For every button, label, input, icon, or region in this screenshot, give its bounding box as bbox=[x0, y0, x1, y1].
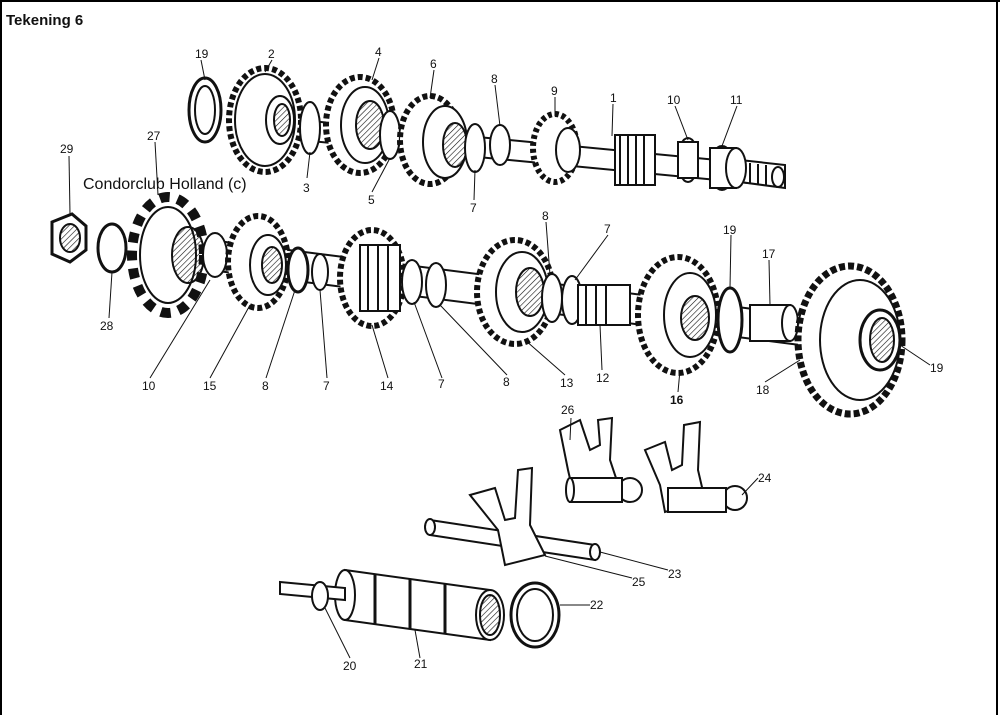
part-labels: 19 2 4 6 8 9 1 10 11 3 5 7 29 27 28 10 1… bbox=[60, 45, 944, 673]
label-20: 20 bbox=[343, 659, 357, 673]
label-18: 18 bbox=[756, 383, 770, 397]
part-22-ring bbox=[509, 581, 561, 649]
label-19-right: 19 bbox=[930, 361, 944, 375]
label-23: 23 bbox=[668, 567, 682, 581]
shift-parts bbox=[279, 416, 748, 649]
part-5-ring bbox=[379, 110, 401, 160]
part-29-nut bbox=[50, 212, 88, 264]
part-27-sprocket bbox=[127, 192, 209, 318]
label-17: 17 bbox=[762, 247, 776, 261]
part-18-gear bbox=[794, 262, 906, 418]
part-8-ring-top bbox=[489, 124, 511, 166]
part-8-clip-lower bbox=[286, 246, 310, 294]
part-16-gear bbox=[635, 254, 721, 376]
part-21-selector-drum bbox=[279, 568, 505, 642]
part-10-bearing-top bbox=[677, 137, 699, 183]
part-13-gear bbox=[474, 237, 556, 347]
lower-shaft-assembly bbox=[202, 213, 906, 418]
part-7-ring-lower bbox=[311, 253, 329, 291]
part-3-ring bbox=[299, 101, 321, 155]
label-11: 11 bbox=[730, 93, 743, 107]
label-6: 6 bbox=[430, 57, 437, 71]
label-9: 9 bbox=[551, 84, 558, 98]
top-border bbox=[0, 0, 1000, 2]
part-1-shaft-splines bbox=[614, 134, 656, 186]
label-16: 16 bbox=[670, 393, 684, 407]
leader-lines bbox=[68, 57, 931, 659]
label-8-top: 8 bbox=[491, 72, 498, 86]
label-10-lower: 10 bbox=[142, 379, 156, 393]
label-7-lower-3: 7 bbox=[604, 222, 611, 236]
label-21: 21 bbox=[414, 657, 428, 671]
label-2: 2 bbox=[268, 47, 275, 61]
label-19-top: 19 bbox=[195, 47, 209, 61]
label-7-lower-2: 7 bbox=[438, 377, 445, 391]
label-8-lower: 8 bbox=[262, 379, 269, 393]
label-1: 1 bbox=[610, 91, 617, 105]
label-5: 5 bbox=[368, 193, 375, 207]
watermark-text: Condorclub Holland (c) bbox=[83, 176, 247, 193]
label-24: 24 bbox=[758, 471, 772, 485]
right-border bbox=[996, 0, 998, 715]
part-26-fork bbox=[558, 416, 643, 503]
label-25: 25 bbox=[632, 575, 646, 589]
part-12-sleeve bbox=[577, 284, 631, 326]
part-19-washer-top bbox=[187, 76, 223, 144]
label-13: 13 bbox=[560, 376, 574, 390]
label-27: 27 bbox=[147, 129, 161, 143]
part-24-fork bbox=[643, 420, 748, 514]
label-7-lower: 7 bbox=[323, 379, 330, 393]
label-15: 15 bbox=[203, 379, 217, 393]
part-17-bush bbox=[749, 304, 799, 342]
drawing-title: Tekening 6 bbox=[6, 12, 84, 29]
part-11-bush bbox=[709, 145, 747, 191]
part-19-washer-lower bbox=[716, 286, 744, 354]
part-2-gear bbox=[226, 65, 304, 175]
label-19-mid: 19 bbox=[723, 223, 737, 237]
part-10-bearing-lower bbox=[202, 232, 228, 278]
part-15-gear bbox=[225, 213, 291, 311]
label-7-top: 7 bbox=[470, 201, 477, 215]
label-10-top: 10 bbox=[667, 93, 681, 107]
label-28: 28 bbox=[100, 319, 114, 333]
label-22: 22 bbox=[590, 598, 604, 612]
part-7-ring-top bbox=[464, 123, 486, 173]
label-4: 4 bbox=[375, 45, 382, 59]
label-3: 3 bbox=[303, 181, 310, 195]
label-8-lower-2: 8 bbox=[503, 375, 510, 389]
label-29: 29 bbox=[60, 142, 74, 156]
part-14-gear bbox=[337, 227, 407, 329]
label-14: 14 bbox=[380, 379, 394, 393]
part-6-gear bbox=[397, 93, 468, 187]
label-12: 12 bbox=[596, 371, 610, 385]
part-8-ring-lower-3 bbox=[541, 273, 563, 323]
part-25-fork bbox=[468, 466, 547, 567]
part-20-ring bbox=[311, 581, 329, 611]
label-8-lower-3: 8 bbox=[542, 209, 549, 223]
part-28-washer bbox=[96, 222, 128, 274]
left-border bbox=[0, 0, 2, 715]
part-9-gear bbox=[530, 111, 581, 185]
label-26: 26 bbox=[561, 403, 575, 417]
part-7-ring-lower-2 bbox=[401, 259, 423, 305]
part-8-ring-lower-2 bbox=[425, 262, 447, 308]
